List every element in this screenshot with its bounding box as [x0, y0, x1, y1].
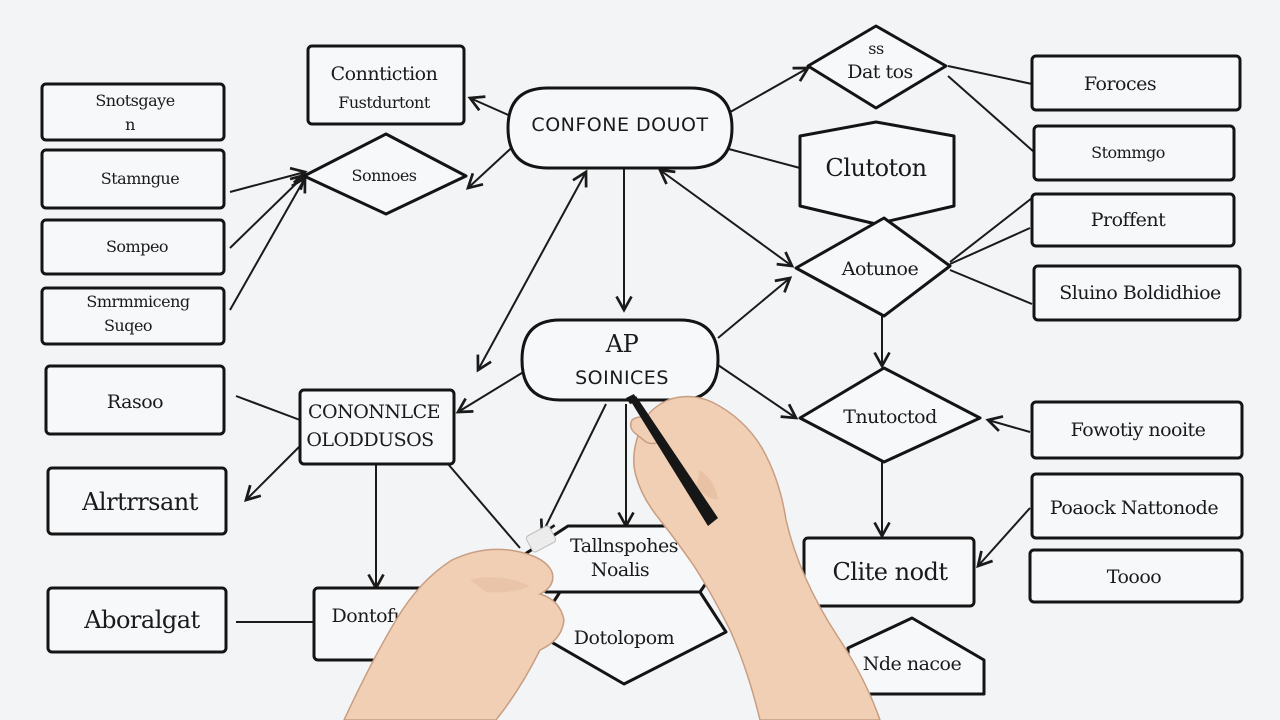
connector: [717, 364, 799, 420]
connector: [949, 269, 1033, 305]
node-label: Tnutoctod: [843, 406, 937, 428]
right-hand-with-marker: [626, 394, 881, 720]
node-label: Poaock Nattonode: [1050, 497, 1218, 519]
node-label: SOINICES: [575, 367, 669, 389]
node-label: Aotunoe: [841, 258, 919, 280]
left-node-5: Rasoo: [44, 364, 226, 436]
bottom-hexagon: Dotolopom: [532, 590, 728, 686]
connector: [244, 445, 301, 502]
right-lower-box: Clite nodt: [802, 536, 976, 608]
node-label: Alrtrrsant: [81, 488, 199, 516]
connector: [455, 367, 531, 414]
right-node-6: Poaock Nattonode: [1030, 472, 1244, 540]
connector: [539, 403, 607, 537]
node-label: Toooo: [1107, 566, 1162, 588]
node-label: Suqeo: [104, 316, 152, 335]
node-label: Dotolopom: [574, 627, 675, 649]
node-label: CONONNLCE: [308, 401, 440, 423]
connectors: [229, 65, 1035, 623]
connector: [947, 75, 1035, 153]
node-label: Sonnoes: [351, 166, 416, 185]
connector: [235, 395, 301, 421]
node-label: Dat tos: [847, 61, 913, 83]
connector: [947, 65, 1033, 85]
right-diamond-1: Aotunoe: [794, 216, 952, 318]
node-label: Smrmmiceng: [86, 292, 189, 311]
connector: [976, 507, 1031, 569]
left-node-7: Aboralgat: [46, 586, 228, 654]
left-node-2: Stamngue: [40, 148, 226, 210]
right-node-4: Sluino Boldidhioe: [1032, 264, 1242, 322]
left-node-6: Alrtrrsant: [46, 466, 228, 536]
right-node-3: Proffent: [1030, 192, 1236, 248]
node-label: Dontofut: [332, 605, 414, 627]
marker-cap-icon: [525, 525, 557, 553]
main-oval: CONFONE DOUOT: [506, 86, 734, 170]
node-label: Fustdurtont: [338, 93, 431, 112]
connector: [476, 169, 588, 373]
connector: [229, 166, 308, 193]
node-label: Sompeo: [106, 237, 168, 256]
left-node-3: Sompeo: [40, 218, 226, 276]
connector: [229, 175, 307, 311]
connector: [724, 147, 801, 169]
condition-box: Conntiction Fustdurtont: [306, 44, 466, 126]
connector: [724, 66, 811, 116]
node-label: CONFONE DOUOT: [531, 114, 708, 136]
right-node-1: Foroces: [1030, 54, 1242, 112]
node-label: Noalis: [591, 559, 649, 581]
node-label: Snotsgaye: [95, 91, 174, 110]
bottom-right-pentagon: Nde nacoe: [846, 616, 986, 696]
left-node-4: Smrmmiceng Suqeo: [40, 286, 226, 346]
node-label: Stamngue: [101, 169, 179, 188]
center-box: CONONNLCE OLODDUSOS: [298, 388, 456, 466]
node-label: ss: [868, 39, 884, 58]
right-node-2: Stommgo: [1032, 124, 1236, 182]
node-label: n: [125, 115, 135, 134]
node-label: Stommgo: [1091, 143, 1165, 162]
connector: [229, 173, 307, 249]
right-diamond-2: Tnutoctod: [798, 366, 982, 464]
node-label: Conntiction: [331, 63, 438, 85]
right-node-5: Fowotiy nooite: [1030, 400, 1244, 460]
node-label: Clite nodt: [832, 558, 948, 586]
node-label: OLODDUSOS: [306, 429, 433, 451]
connector: [447, 463, 521, 549]
connector: [949, 227, 1031, 265]
marker-pen-icon: [626, 394, 718, 526]
connector: [717, 276, 793, 339]
node-label: Sluino Boldidhioe: [1059, 282, 1221, 304]
node-label: Rasoo: [107, 391, 163, 413]
node-label: Nde nacoe: [863, 653, 962, 675]
connector: [949, 197, 1033, 263]
node-label: Foroces: [1084, 73, 1156, 95]
left-hand-holding-cap: [343, 525, 565, 720]
left-node-1: Snotsgaye n: [40, 82, 226, 142]
top-right-diamond: ss Dat tos: [806, 24, 948, 110]
connector: [657, 168, 795, 268]
lower-hexagon: Tallnspohes Noalis: [520, 524, 724, 594]
right-hexagon: Clutoton: [798, 120, 956, 226]
node-label: Tallnspohes: [570, 535, 678, 557]
node-label: Clutoton: [825, 154, 926, 182]
node-label: AP: [605, 330, 639, 358]
node-label: Proffent: [1091, 209, 1166, 231]
right-node-7: Toooo: [1028, 548, 1244, 604]
connector: [985, 415, 1031, 433]
app-services-oval: AP SOINICES: [520, 318, 720, 402]
left-diamond: Sonnoes: [302, 132, 468, 216]
node-label: Aboralgat: [83, 606, 200, 634]
node-label: Fowotiy nooite: [1071, 419, 1206, 441]
connector: [467, 95, 516, 119]
